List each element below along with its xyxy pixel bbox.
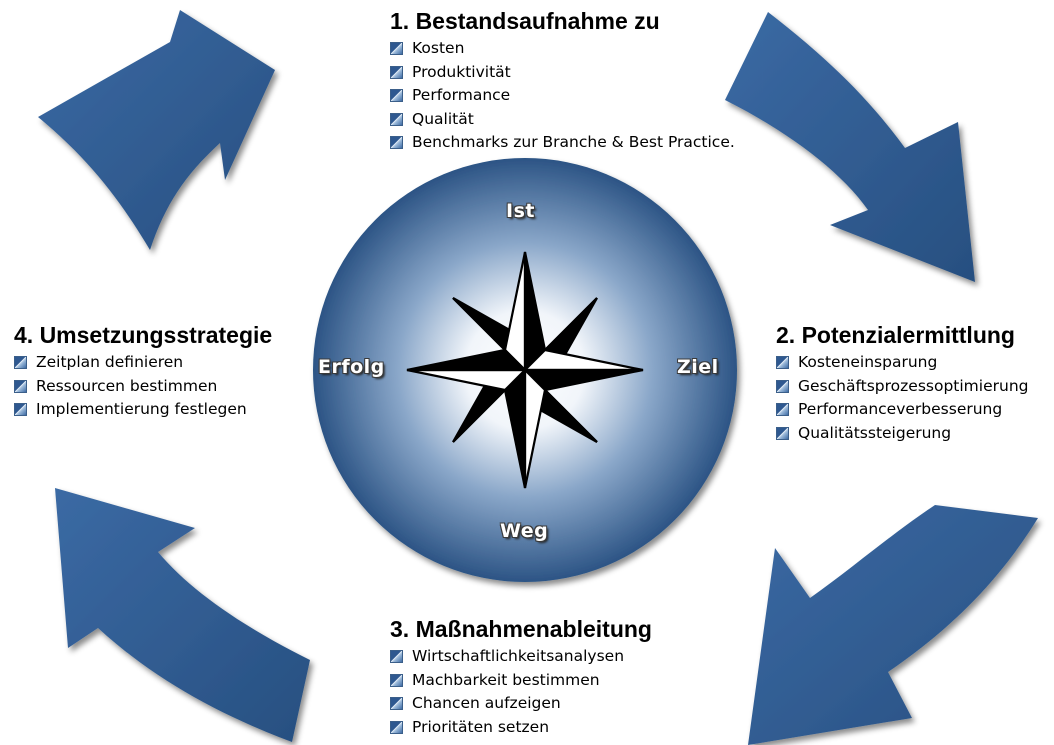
bullet-icon bbox=[776, 379, 789, 393]
cycle-arrow-top-left bbox=[38, 10, 275, 250]
list-item: Kosten bbox=[390, 37, 735, 61]
step-2-block: 2. Potenzialermittlung Kosteneinsparung … bbox=[776, 322, 1029, 445]
step-4-list: Zeitplan definieren Ressourcen bestimmen… bbox=[14, 351, 272, 422]
list-item: Qualität bbox=[390, 108, 735, 132]
compass-rose-icon bbox=[406, 251, 644, 489]
bullet-icon bbox=[390, 42, 403, 56]
step-3-list: Wirtschaftlichkeitsanalysen Machbarkeit … bbox=[390, 645, 652, 739]
list-item: Chancen aufzeigen bbox=[390, 692, 652, 716]
step-1-block: 1. Bestandsaufnahme zu Kosten Produktivi… bbox=[390, 8, 735, 155]
list-item: Performance bbox=[390, 84, 735, 108]
bullet-icon bbox=[390, 650, 403, 664]
compass-label-right: Ziel bbox=[677, 356, 719, 378]
step-2-list: Kosteneinsparung Geschäftsprozessoptimie… bbox=[776, 351, 1029, 445]
list-item: Wirtschaftlichkeitsanalysen bbox=[390, 645, 652, 669]
bullet-icon bbox=[390, 136, 403, 150]
bullet-icon bbox=[390, 673, 403, 687]
step-2-title: 2. Potenzialermittlung bbox=[776, 322, 1015, 348]
compass-label-left: Erfolg bbox=[318, 356, 385, 378]
cycle-arrow-top-right bbox=[725, 12, 975, 282]
bullet-icon bbox=[390, 112, 403, 126]
list-item: Benchmarks zur Branche & Best Practice. bbox=[390, 131, 735, 155]
bullet-icon bbox=[776, 356, 789, 370]
bullet-icon bbox=[390, 720, 403, 734]
step-4-block: 4. Umsetzungsstrategie Zeitplan definier… bbox=[14, 322, 272, 422]
bullet-icon bbox=[776, 403, 789, 417]
step-3-block: 3. Maßnahmenableitung Wirtschaftlichkeit… bbox=[390, 616, 652, 739]
list-item: Produktivität bbox=[390, 61, 735, 85]
cycle-arrow-bottom-left bbox=[55, 488, 310, 742]
list-item: Performanceverbesserung bbox=[776, 398, 1029, 422]
bullet-icon bbox=[390, 89, 403, 103]
list-item: Ressourcen bestimmen bbox=[14, 375, 272, 399]
bullet-icon bbox=[776, 426, 789, 440]
bullet-icon bbox=[14, 403, 27, 417]
list-item: Qualitätssteigerung bbox=[776, 422, 1029, 446]
compass-label-top: Ist bbox=[506, 200, 535, 222]
compass-label-bottom: Weg bbox=[500, 520, 549, 542]
step-4-title: 4. Umsetzungsstrategie bbox=[14, 322, 273, 348]
cycle-arrow-bottom-right bbox=[748, 505, 1038, 745]
step-1-list: Kosten Produktivität Performance Qualitä… bbox=[390, 37, 735, 155]
list-item: Machbarkeit bestimmen bbox=[390, 669, 652, 693]
list-item: Prioritäten setzen bbox=[390, 716, 652, 740]
list-item: Geschäftsprozessoptimierung bbox=[776, 375, 1029, 399]
bullet-icon bbox=[390, 65, 403, 79]
list-item: Implementierung festlegen bbox=[14, 398, 272, 422]
step-1-title: 1. Bestandsaufnahme zu bbox=[390, 8, 660, 34]
list-item: Zeitplan definieren bbox=[14, 351, 272, 375]
step-3-title: 3. Maßnahmenableitung bbox=[390, 616, 652, 642]
bullet-icon bbox=[390, 697, 403, 711]
list-item: Kosteneinsparung bbox=[776, 351, 1029, 375]
bullet-icon bbox=[14, 356, 27, 370]
bullet-icon bbox=[14, 379, 27, 393]
